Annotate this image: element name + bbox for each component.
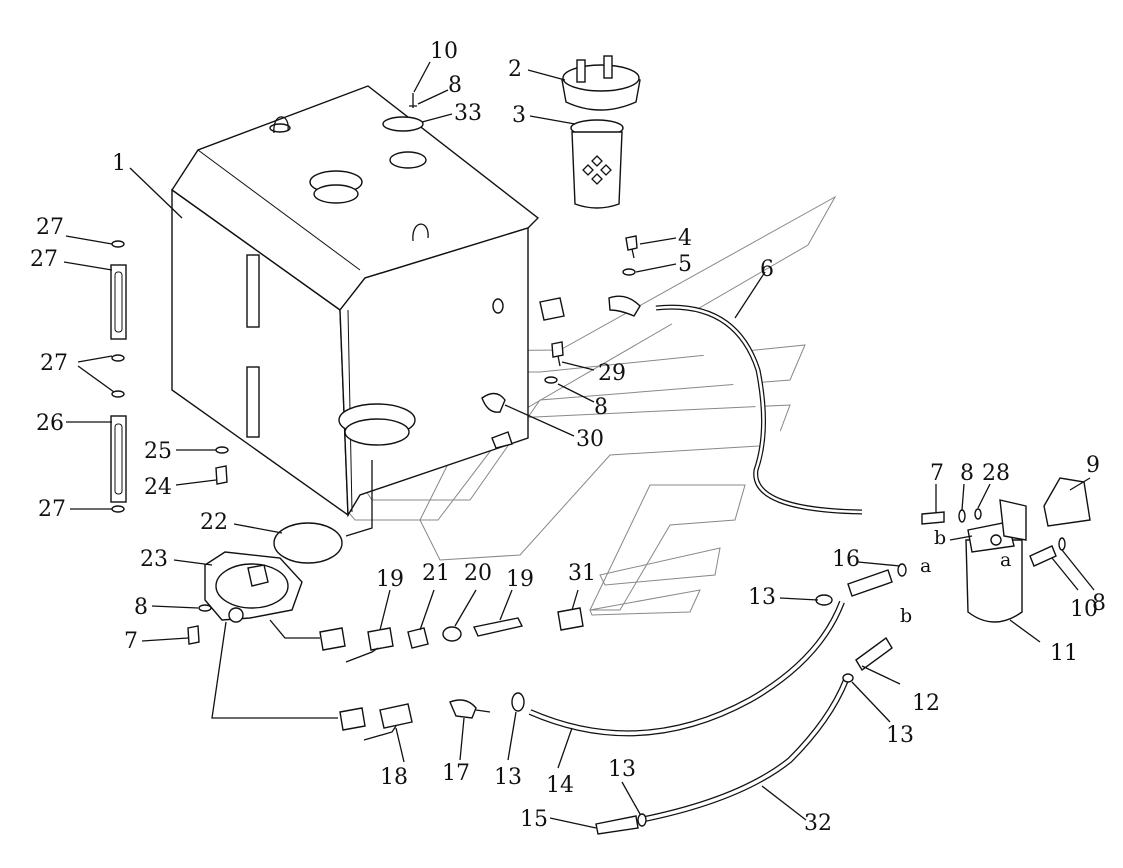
bolt-7b xyxy=(921,511,945,525)
clamp-13d xyxy=(637,813,647,827)
callout-28: 28 xyxy=(982,461,1010,486)
top-screw xyxy=(409,93,417,108)
callout-13: 13 xyxy=(886,723,914,748)
callout-12: 12 xyxy=(912,691,940,716)
callout-13: 13 xyxy=(494,765,522,790)
callout-13: 13 xyxy=(748,585,776,610)
mark-a: a xyxy=(1000,549,1011,571)
callout-24: 24 xyxy=(144,475,172,500)
callout-27: 27 xyxy=(30,247,58,272)
callout-30: 30 xyxy=(576,427,604,452)
clamp-20 xyxy=(442,626,462,642)
mark-a: a xyxy=(920,555,931,577)
leader-lines xyxy=(63,61,1095,829)
fuel-tank xyxy=(171,85,540,518)
level-sender xyxy=(481,392,506,413)
valve-19 xyxy=(345,627,394,663)
callout-5: 5 xyxy=(678,252,692,277)
callout-7: 7 xyxy=(124,629,138,654)
callout-27: 27 xyxy=(38,497,66,522)
callout-19: 19 xyxy=(506,567,534,592)
bolt-29 xyxy=(551,341,564,358)
fitting-17 xyxy=(449,699,477,719)
fitting-a xyxy=(319,627,346,651)
callout-25: 25 xyxy=(144,439,172,464)
valve-18 xyxy=(363,703,413,741)
callout-8: 8 xyxy=(448,73,462,98)
washer-8 xyxy=(544,376,558,384)
callout-10: 10 xyxy=(1070,597,1098,622)
callout-2: 2 xyxy=(508,57,522,82)
fitting-31 xyxy=(557,607,584,631)
callout-6: 6 xyxy=(760,257,774,282)
connection-marks: a a b b xyxy=(900,527,1011,627)
callout-8: 8 xyxy=(1092,591,1106,616)
callout-15: 15 xyxy=(520,807,548,832)
washer-8c xyxy=(958,509,966,523)
callout-labels: 1 2 3 4 5 6 7 7 8 8 8 8 8 9 10 10 11 12 … xyxy=(30,39,1106,836)
callout-27: 27 xyxy=(40,351,68,376)
callout-26: 26 xyxy=(36,411,64,436)
pipe-19 xyxy=(473,617,524,637)
bolt-10 xyxy=(1029,545,1057,567)
clamp-13c xyxy=(842,673,854,683)
callout-27: 27 xyxy=(36,215,64,240)
elbow-fitting xyxy=(608,295,641,317)
callout-3: 3 xyxy=(512,103,526,128)
callout-9: 9 xyxy=(1086,453,1100,478)
callout-18: 18 xyxy=(380,765,408,790)
callout-1: 1 xyxy=(112,151,126,176)
bracket-9 xyxy=(1043,477,1091,527)
fitting-12 xyxy=(855,636,893,672)
callout-8: 8 xyxy=(594,395,608,420)
mark-b: b xyxy=(934,527,946,549)
bolt-4 xyxy=(625,235,638,251)
fitting-21 xyxy=(407,627,429,649)
gasket-22 xyxy=(273,522,343,564)
straps xyxy=(110,240,127,513)
washer-8b xyxy=(198,604,212,612)
callout-32: 32 xyxy=(804,811,832,836)
callout-22: 22 xyxy=(200,510,228,535)
washer-8d xyxy=(1058,537,1066,551)
mark-b: b xyxy=(900,605,912,627)
callout-20: 20 xyxy=(464,561,492,586)
bolt-24 xyxy=(215,465,228,485)
fitting-b xyxy=(339,707,366,731)
filler-neck xyxy=(389,151,427,169)
callout-23: 23 xyxy=(140,547,168,572)
callout-4: 4 xyxy=(678,226,692,251)
sump-cover-23 xyxy=(204,551,303,623)
washer-25 xyxy=(215,446,229,454)
callout-11: 11 xyxy=(1050,641,1078,666)
callout-21: 21 xyxy=(422,561,450,586)
callout-8: 8 xyxy=(134,595,148,620)
washer-28 xyxy=(974,508,982,520)
washer-5 xyxy=(622,268,636,276)
clamp-13b xyxy=(815,594,833,606)
callout-7: 7 xyxy=(930,461,944,486)
callout-8: 8 xyxy=(960,461,974,486)
bolt-7 xyxy=(187,625,200,645)
callout-29: 29 xyxy=(598,361,626,386)
callout-14: 14 xyxy=(546,773,574,798)
callout-31: 31 xyxy=(568,561,596,586)
callout-19: 19 xyxy=(376,567,404,592)
callout-16: 16 xyxy=(832,547,860,572)
strainer xyxy=(570,119,624,209)
callout-33: 33 xyxy=(454,101,482,126)
callout-13: 13 xyxy=(608,757,636,782)
cover-plate xyxy=(382,116,424,132)
fuel-filter-11 xyxy=(965,499,1027,623)
clamp-13 xyxy=(511,692,525,712)
fitting-15 xyxy=(595,815,639,835)
callout-10: 10 xyxy=(430,39,458,64)
fitting xyxy=(539,297,565,321)
filler-cap xyxy=(561,55,641,111)
callout-17: 17 xyxy=(442,761,470,786)
fitting-16 xyxy=(847,569,893,597)
